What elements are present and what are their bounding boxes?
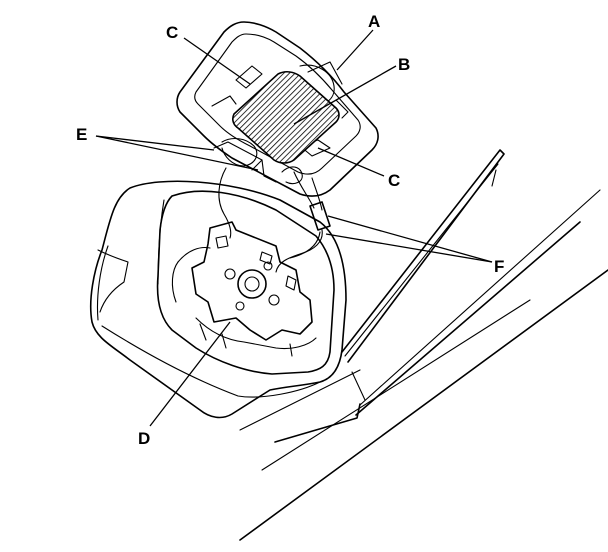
vehicle-body-lines xyxy=(239,149,608,541)
leader-f-2 xyxy=(325,233,493,263)
callout-c-top: C xyxy=(166,23,178,42)
leader-b xyxy=(293,65,397,125)
mirror-actuator-plate xyxy=(171,221,317,357)
leader-f-1 xyxy=(327,215,493,263)
mirror-glass xyxy=(232,71,340,164)
mirror-holder xyxy=(176,21,379,197)
callout-f: F xyxy=(494,257,504,276)
leader-a xyxy=(336,29,374,71)
leader-lines xyxy=(95,29,493,427)
callout-c-bottom: C xyxy=(388,171,400,190)
leader-c-bottom xyxy=(317,147,385,177)
mirror-housing xyxy=(89,180,347,419)
callout-d: D xyxy=(138,429,150,448)
leader-e-2 xyxy=(95,135,259,171)
leader-d xyxy=(149,321,231,427)
mirror-heater-wires xyxy=(218,167,331,273)
callout-b: B xyxy=(398,55,410,74)
leader-c-top xyxy=(183,37,251,85)
callout-labels: A B C C E F D xyxy=(76,12,504,448)
leader-e-1 xyxy=(95,135,215,151)
callout-e: E xyxy=(76,125,87,144)
callout-a: A xyxy=(368,12,380,31)
